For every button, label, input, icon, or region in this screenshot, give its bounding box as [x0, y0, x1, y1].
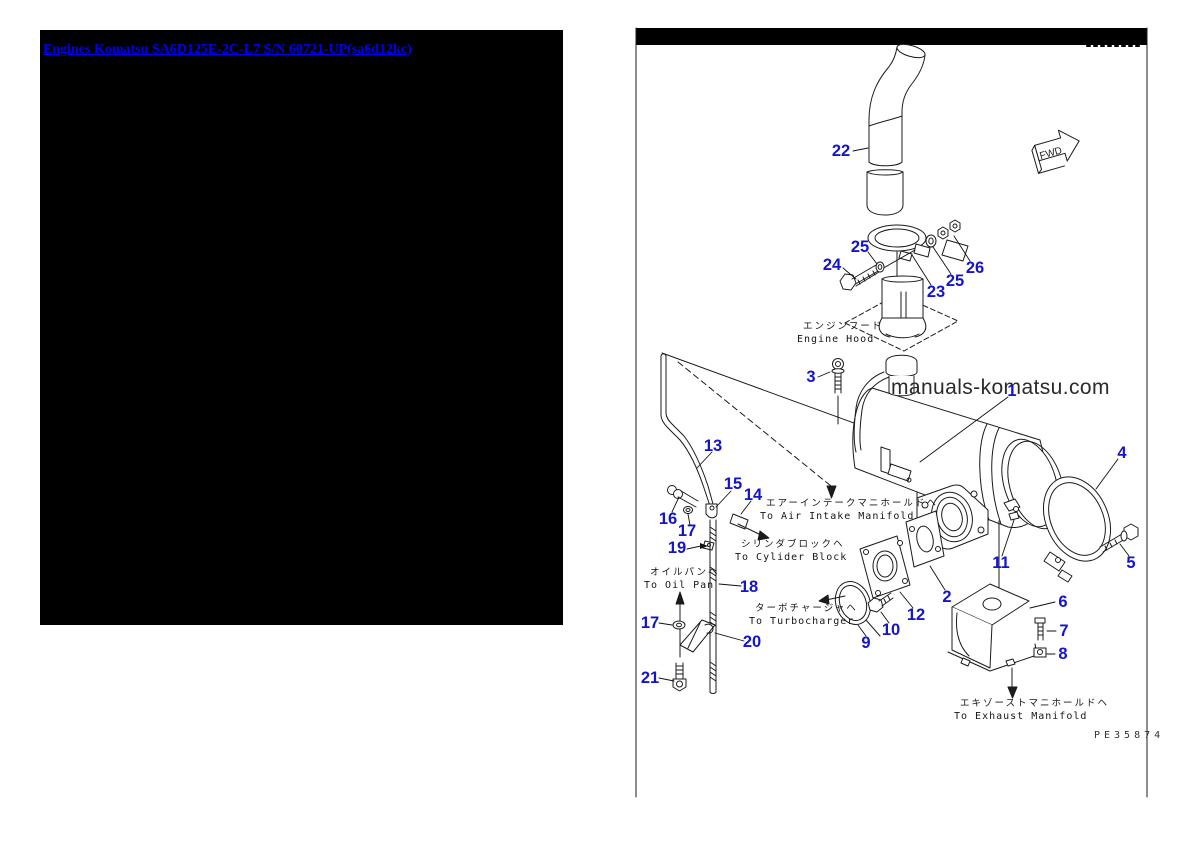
label-air-intake-manifold: エアーインテークマニホールドヘ To Air Intake Manifold — [760, 497, 938, 523]
label-air-intake-manifold-en: To Air Intake Manifold — [760, 511, 915, 522]
callout-4: 4 — [1117, 443, 1127, 462]
callout-22: 22 — [831, 141, 851, 160]
part-bolt-7 — [1034, 617, 1046, 641]
part-band-clamp-4 — [1042, 476, 1112, 583]
part-washer-25a — [875, 261, 885, 273]
part-oil-line — [672, 591, 686, 658]
label-exhaust-manifold: エキゾーストマニホールドヘ To Exhaust Manifold — [954, 697, 1109, 723]
callout-18: 18 — [739, 577, 759, 596]
fwd-arrow-icon: FWD — [1031, 129, 1080, 174]
callout-19: 19 — [667, 538, 687, 557]
callout-6: 6 — [1058, 592, 1068, 611]
callout-13: 13 — [703, 436, 723, 455]
left-black-panel: Engines Komatsu SA6D125E-2C-L7 S/N 60721… — [40, 30, 563, 625]
callout-24: 24 — [822, 255, 842, 274]
callout-20: 20 — [742, 632, 762, 651]
callout-8: 8 — [1058, 644, 1068, 663]
part-bracket-6 — [947, 583, 1038, 699]
callout-12: 12 — [906, 605, 926, 624]
part-tube-18 — [709, 519, 717, 694]
label-cylinder-block-en: To Cylider Block — [735, 552, 848, 563]
label-exhaust-manifold-jp: エキゾーストマニホールドヘ — [960, 698, 1110, 709]
engine-model-link[interactable]: Engines Komatsu SA6D125E-2C-L7 S/N 60721… — [43, 42, 412, 57]
part-flange-12 — [859, 535, 911, 599]
callout-2: 2 — [942, 587, 952, 606]
part-gasket-2 — [905, 510, 945, 568]
callout-17: 17 — [640, 613, 660, 632]
part-pipe-13 — [660, 353, 714, 507]
part-nut-8 — [1033, 647, 1047, 658]
callout-7: 7 — [1059, 621, 1069, 640]
callout-21: 21 — [640, 668, 660, 687]
part-bolt-24 — [839, 264, 880, 291]
callout-15: 15 — [723, 474, 743, 493]
part-engine-hood — [844, 275, 959, 352]
callout-5: 5 — [1126, 553, 1136, 572]
label-oil-pan: オイルパンヘ To Oil Pan — [644, 566, 719, 592]
label-engine-hood-jp: エンジンフード — [803, 321, 884, 332]
callout-leaders — [658, 147, 1130, 682]
label-engine-hood: エンジンフード Engine Hood — [797, 320, 883, 346]
part-clamp-9 — [818, 581, 881, 637]
label-cylinder-block: シリンダブロックヘ To Cylider Block — [735, 538, 847, 564]
callout-16: 16 — [658, 509, 678, 528]
part-bolt-5 — [1099, 523, 1139, 553]
part-bracket-20 — [679, 619, 716, 653]
part-muffler — [852, 354, 1065, 530]
part-clamp-ring — [851, 224, 931, 287]
part-bolt-10 — [867, 592, 894, 613]
callout-25: 25 — [945, 271, 965, 290]
callout-3: 3 — [806, 367, 816, 386]
callout-1: 1 — [1007, 381, 1017, 400]
part-washer-25b — [925, 234, 937, 248]
part-fittings-cluster — [667, 485, 770, 551]
label-air-intake-manifold-jp: エアーインテークマニホールドヘ — [766, 498, 938, 509]
callout-9: 9 — [861, 633, 871, 652]
callout-11: 11 — [992, 553, 1010, 572]
plate-code: PE35874 — [1094, 730, 1165, 741]
watermark-text: manuals-komatsu.com — [891, 376, 1110, 399]
label-turbocharger-jp: ターボチャージャヘ — [755, 603, 858, 614]
label-cylinder-block-jp: シリンダブロックヘ — [741, 539, 845, 550]
part-bolt-21 — [672, 662, 687, 692]
label-oil-pan-en: To Oil Pan — [644, 580, 715, 591]
callout-17: 17 — [677, 521, 697, 540]
label-oil-pan-jp: オイルパンヘ — [650, 567, 720, 578]
callout-14: 14 — [743, 485, 763, 504]
label-engine-hood-en: Engine Hood — [797, 334, 875, 345]
label-turbocharger-en: To Turbocharger — [749, 616, 855, 627]
part-bolt-3 — [831, 358, 845, 425]
callout-23: 23 — [926, 282, 946, 301]
diagram-frame — [635, 27, 1148, 798]
label-turbocharger: ターボチャージャヘ To Turbocharger — [749, 602, 858, 628]
part-exhaust-stack — [866, 43, 926, 216]
label-exhaust-manifold-en: To Exhaust Manifold — [954, 711, 1088, 722]
part-nuts-26 — [937, 219, 969, 262]
callout-25: 25 — [850, 237, 870, 256]
callout-10: 10 — [881, 620, 901, 639]
callout-26: 26 — [965, 258, 985, 277]
